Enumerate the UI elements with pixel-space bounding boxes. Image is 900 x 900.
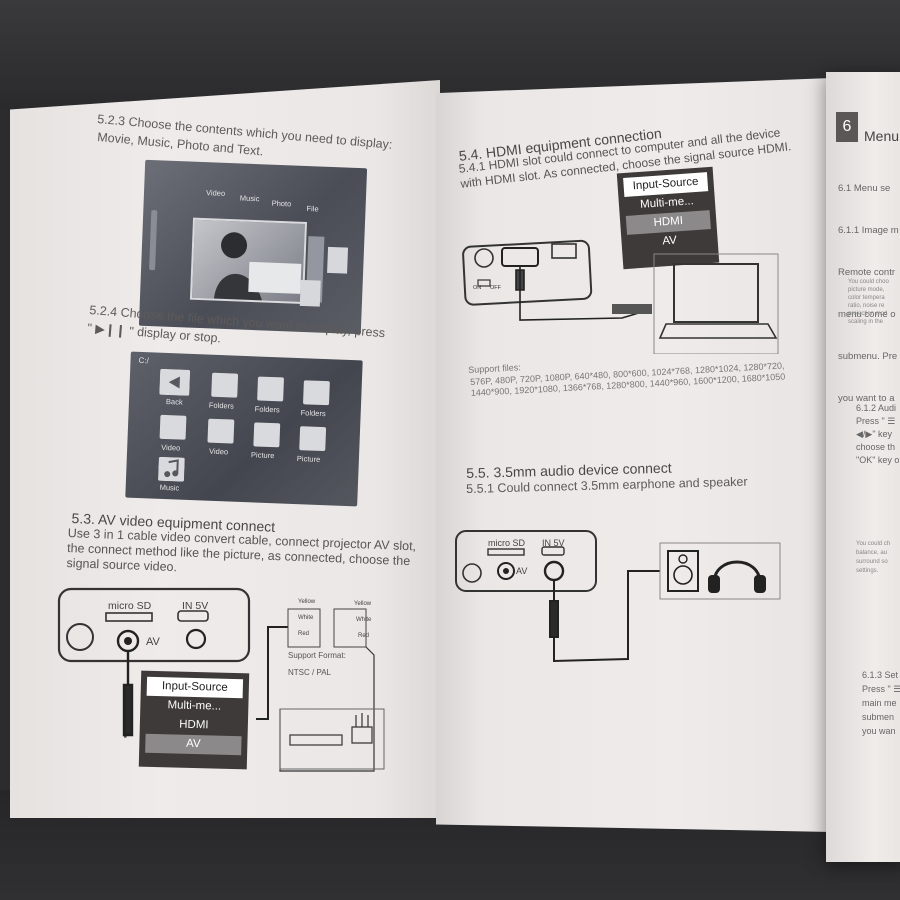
- right-small2-1: You could ch: [856, 541, 891, 547]
- right-small-5: projection mod: [848, 311, 888, 317]
- menu-settings-lines: 6.1 Menu se 6.1.1 Image m Remote contr m…: [838, 154, 899, 420]
- support-format-label: Support Format:: [288, 651, 346, 660]
- video-file-icon: [207, 418, 235, 444]
- folder-icon: [257, 376, 285, 402]
- right-small2-2: balance, au: [856, 550, 888, 556]
- section-6-1-2: 6.1.2 Audi Press " ☰ ◀/▶" key choose th …: [856, 402, 899, 467]
- right-small-3: color tempera: [848, 295, 885, 301]
- right-612-2: Press " ☰: [856, 416, 896, 426]
- right-small2-3: surround so: [856, 559, 888, 565]
- shot2-item-picture-2: Picture: [296, 454, 321, 464]
- folder-icon: [211, 372, 239, 398]
- rca-red-label-2: Red: [358, 633, 370, 639]
- shot2-item-folders-3: Folders: [300, 408, 326, 419]
- right-line-3: Remote contr: [838, 267, 896, 278]
- av-port-av: AV: [146, 636, 160, 648]
- shot2-item-folders-1: Folders: [208, 400, 235, 411]
- switch-on-label: ON: [473, 285, 482, 291]
- av-port-in5v: IN 5V: [182, 600, 209, 612]
- back-arrow-icon: [159, 368, 191, 396]
- input-source-hdmi[interactable]: HDMI: [179, 718, 209, 732]
- audio-settings-small-lines: You could ch balance, au surround so set…: [856, 540, 890, 576]
- folder-icon: [302, 380, 330, 406]
- file-browser-screenshot: C:/ Back Folders Folders Folders Video V…: [125, 351, 363, 507]
- shot1-tab-photo: Photo: [271, 198, 292, 209]
- av-port-micro-sd: micro SD: [108, 600, 152, 612]
- right-page: [826, 72, 900, 862]
- right-small-2: picture mode,: [848, 287, 885, 293]
- right-612-4: choose th: [856, 442, 896, 452]
- shot1-video-thumbnail: [189, 217, 307, 304]
- support-format-value: NTSC / PAL: [288, 668, 331, 677]
- shot1-tab-video: Video: [205, 188, 226, 198]
- chapter-6-tab: 6: [836, 112, 858, 142]
- image-settings-small-lines: You could choo picture mode, color tempe…: [848, 278, 889, 326]
- person-with-headphones-image: [213, 232, 302, 301]
- shot1-tab-file: File: [306, 204, 319, 214]
- right-line-2: 6.1.1 Image m: [838, 225, 899, 236]
- chapter-6-title: Menu: [864, 128, 900, 144]
- shot2-item-folders-2: Folders: [254, 404, 280, 415]
- right-line-6: you want to a: [838, 393, 895, 404]
- right-613-4: submen: [862, 712, 895, 722]
- input-source-av-selected[interactable]: AV: [145, 733, 242, 756]
- shot1-doc-thumbnail-2: [299, 279, 321, 307]
- audio-connection-diagram: [455, 530, 781, 663]
- shot2-item-picture-1: Picture: [250, 450, 275, 461]
- hdmi-connection-diagram: [462, 239, 779, 354]
- picture-file-icon: [253, 422, 281, 448]
- right-small-4: ratio, noise re: [848, 303, 885, 309]
- input-source-multimedia[interactable]: Multi-me...: [167, 699, 222, 713]
- shot1-side-rail: [149, 210, 158, 271]
- audio-port-in5v: IN 5V: [542, 538, 565, 548]
- section-6-1-3: 6.1.3 Set Press " ☰ main me submen you w…: [862, 668, 900, 738]
- audio-port-av: AV: [516, 566, 528, 576]
- switch-off-label: OFF: [490, 285, 501, 291]
- right-612-5: "OK" key o: [856, 455, 900, 465]
- rca-red-label-1: Red: [298, 631, 310, 637]
- rca-white-label-1: White: [298, 615, 314, 621]
- right-line-4: menu come o: [838, 309, 896, 320]
- right-small-1: You could choo: [848, 279, 889, 285]
- right-line-5: submenu. Pre: [838, 351, 898, 362]
- shot2-item-video-2: Video: [208, 446, 229, 457]
- media-menu-screenshot: Video Music Photo File: [138, 159, 368, 335]
- music-note-icon: [158, 456, 185, 482]
- right-small2-4: settings.: [856, 568, 879, 574]
- picture-file-icon: [299, 426, 327, 452]
- right-612-1: 6.1.2 Audi: [856, 403, 897, 413]
- right-613-5: you wan: [862, 726, 896, 736]
- input-source-header: Input-Source: [146, 676, 244, 699]
- shot2-item-back: Back: [165, 396, 183, 407]
- shot2-path: C:/: [138, 355, 149, 366]
- video-file-icon: [159, 414, 187, 440]
- right-line-1: 6.1 Menu se: [838, 183, 891, 194]
- shot1-tab-music: Music: [239, 193, 260, 204]
- right-613-2: Press " ☰: [862, 684, 900, 694]
- av-connection-diagram: [57, 587, 385, 772]
- right-613-1: 6.1.3 Set: [862, 670, 899, 680]
- right-613-3: main me: [862, 698, 897, 708]
- shot2-item-video-1: Video: [161, 442, 181, 453]
- shot2-item-music: Music: [159, 482, 180, 493]
- audio-port-micro-sd: micro SD: [488, 538, 526, 548]
- av-input-source-menu: Input-Source Multi-me... HDMI AV: [138, 670, 250, 770]
- right-612-3: ◀/▶" key: [856, 429, 893, 439]
- rca-yellow-label-1: Yellow: [298, 599, 316, 605]
- rca-white-label-2: White: [356, 617, 372, 623]
- shot1-doc-thumbnail-1: [327, 246, 349, 274]
- right-small-6: scaling in the: [848, 319, 884, 325]
- rca-yellow-label-2: Yellow: [354, 601, 372, 607]
